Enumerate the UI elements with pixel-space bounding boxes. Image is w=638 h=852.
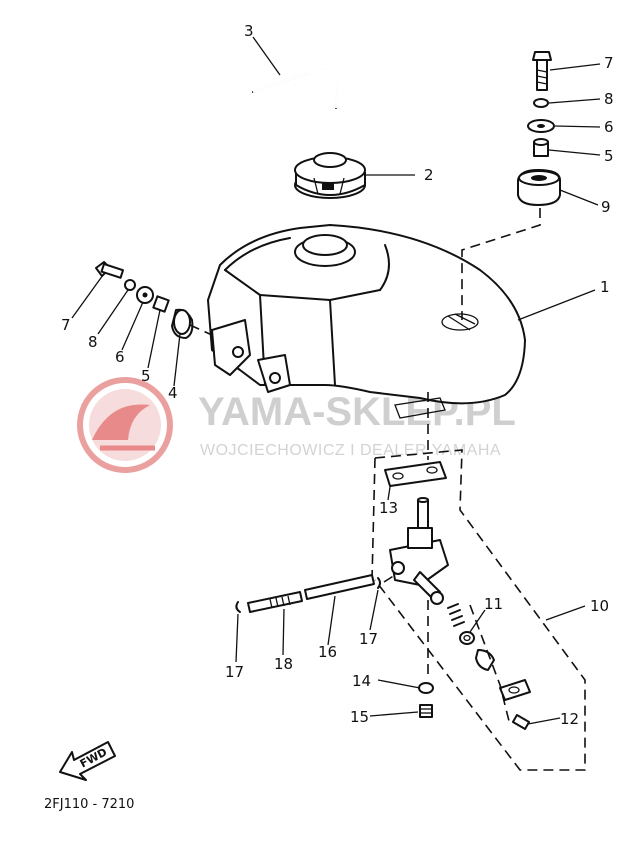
- watermark-logo: [77, 377, 173, 473]
- callout-18: 18: [274, 655, 293, 673]
- callout-17-left: 17: [225, 663, 244, 681]
- diagram-code: 2FJ110 - 7210: [44, 797, 134, 812]
- part-damper-stack-right: [461, 51, 561, 320]
- callout-13: 13: [379, 499, 398, 517]
- callout-10: 10: [590, 597, 609, 615]
- callout-1: 1: [600, 278, 610, 296]
- part-fuel-hoses: [235, 574, 396, 613]
- leader-lines: [71, 36, 601, 725]
- callout-14: 14: [352, 672, 371, 690]
- callout-5-right: 5: [604, 147, 614, 165]
- callout-17-right: 17: [359, 630, 378, 648]
- callout-11: 11: [484, 595, 503, 613]
- part-fuel-cap: [294, 152, 366, 199]
- callout-15: 15: [350, 708, 369, 726]
- fwd-arrow-icon: FWD: [59, 741, 116, 781]
- callout-7-right: 7: [604, 54, 614, 72]
- callout-9: 9: [601, 198, 611, 216]
- part-damper-stack-left: [95, 261, 213, 339]
- callout-8-right: 8: [604, 90, 614, 108]
- watermark-subtitle: WOJCIECHOWICZ I DEALER YAMAHA: [200, 442, 501, 459]
- callout-12: 12: [560, 710, 579, 728]
- callout-labels: 3 2 1 7 8 6 5 9 7 8 6 5 4 13 11 10 12 14…: [61, 22, 614, 728]
- watermark: YAMA-SKLEP.PL WOJCIECHOWICZ I DEALER YAM…: [77, 377, 516, 473]
- callout-4: 4: [168, 384, 178, 402]
- callout-5-left: 5: [141, 367, 151, 385]
- callout-2: 2: [424, 166, 434, 184]
- callout-8-left: 8: [88, 333, 98, 351]
- callout-16: 16: [318, 643, 337, 661]
- callout-6-left: 6: [115, 348, 125, 366]
- callout-3: 3: [244, 22, 254, 40]
- part-fuel-tank: [207, 224, 526, 419]
- part-fuel-cock: [371, 392, 586, 771]
- callout-7-left: 7: [61, 316, 71, 334]
- callout-6-right: 6: [604, 118, 614, 136]
- part-breather-hose: [252, 69, 340, 109]
